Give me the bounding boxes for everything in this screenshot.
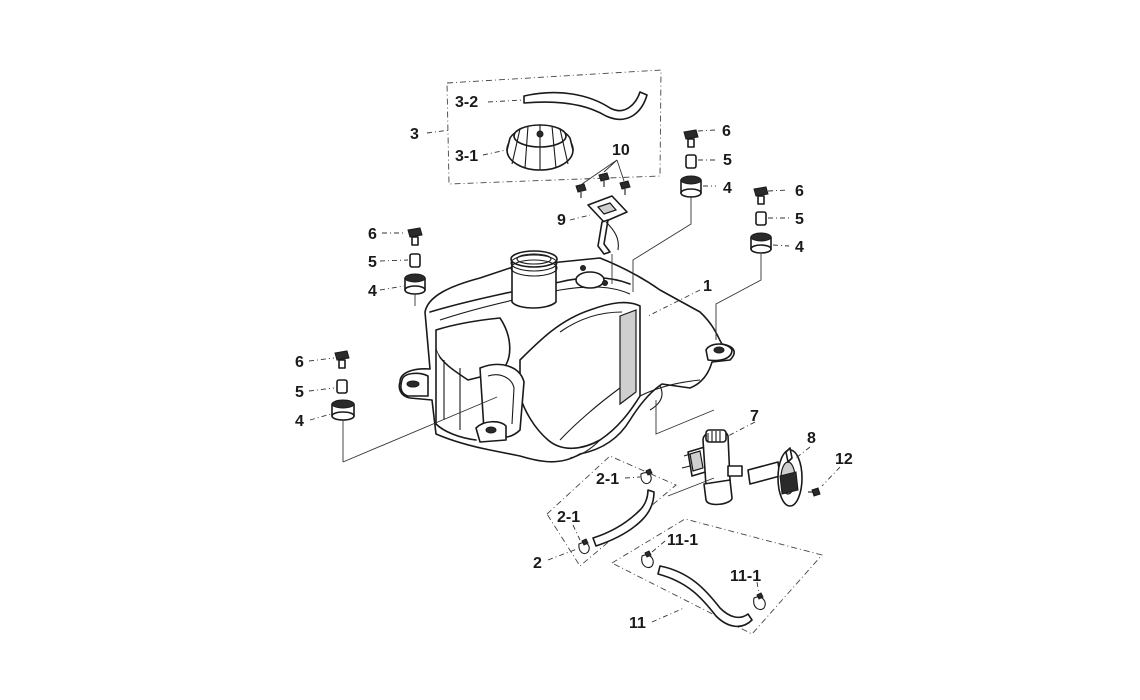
ref-line-left-lower	[342, 396, 498, 463]
group-box-drain-hose	[611, 518, 823, 635]
breather-hose	[523, 91, 648, 121]
fuel-cock	[681, 429, 743, 506]
screw-10-right	[619, 180, 631, 195]
fuel-hose-2	[592, 489, 655, 547]
callout-3-2: 3-2	[455, 94, 478, 111]
screw-12	[808, 487, 821, 497]
drain-hose-11	[657, 565, 753, 628]
collar-5-right	[755, 211, 767, 226]
leader-4-left-lower	[309, 413, 332, 421]
leader-11-1-right	[756, 581, 760, 595]
grommet-4-left-upper	[404, 273, 426, 295]
fuel-cap	[506, 124, 574, 171]
callout-4-top-center: 4	[723, 180, 732, 197]
callout-5-right: 5	[795, 211, 804, 228]
callout-5-left-upper: 5	[368, 254, 377, 271]
callout-10: 10	[612, 142, 630, 159]
callout-11: 11	[629, 615, 646, 632]
leader-5-left-upper	[379, 259, 409, 262]
screw-10-left	[575, 183, 587, 198]
callout-6-left-lower: 6	[295, 354, 304, 371]
hose-clip-11-1-left	[641, 550, 654, 569]
screw-10-middle	[598, 172, 610, 187]
callout-2: 2	[533, 555, 542, 572]
callout-7: 7	[750, 408, 759, 425]
collar-5-left-lower	[336, 379, 348, 394]
leader-2-1-upper	[624, 476, 641, 479]
leader-5-left-lower	[308, 387, 335, 392]
ref-line-cock	[655, 400, 715, 497]
callout-4-left-upper: 4	[368, 283, 377, 300]
leader-3	[426, 129, 451, 134]
leader-4-left-upper	[379, 285, 405, 291]
ref-line-right	[715, 254, 762, 340]
callout-2-1-upper: 2-1	[596, 471, 619, 488]
leader-11	[651, 607, 685, 623]
leader-1	[647, 289, 701, 317]
leader-6-top-center	[697, 129, 716, 132]
leader-4-right	[772, 244, 790, 247]
bolt-6-top-center	[683, 129, 699, 148]
callout-6-left-upper: 6	[368, 226, 377, 243]
hose-clip-11-1-right	[753, 592, 766, 611]
collar-5-top-center	[685, 154, 697, 169]
callout-4-left-lower: 4	[295, 413, 304, 430]
leader-12	[821, 466, 841, 487]
callout-5-left-lower: 5	[295, 384, 304, 401]
grommet-4-top-center	[680, 175, 702, 198]
leader-6-right	[767, 189, 789, 192]
fuel-filter-screen	[747, 447, 803, 507]
hose-clip-2-1-upper	[640, 468, 653, 485]
bolt-6-right	[753, 186, 769, 205]
ref-line-top-center	[632, 196, 692, 292]
bolt-6-left-upper	[407, 227, 423, 246]
callout-1: 1	[703, 278, 712, 295]
leader-10	[581, 159, 625, 185]
leader-7	[727, 421, 756, 437]
grommet-4-left-lower	[331, 399, 355, 421]
leader-2-1-lower	[572, 524, 581, 541]
callout-8: 8	[807, 430, 816, 447]
fuel-tank	[398, 250, 735, 463]
leader-2	[547, 548, 578, 561]
collar-5-left-upper	[409, 253, 421, 268]
bolt-6-left-lower	[334, 350, 350, 369]
callout-5-top-center: 5	[723, 152, 732, 169]
grommet-4-right	[750, 232, 772, 254]
callout-12: 12	[835, 451, 853, 468]
leader-9	[569, 214, 591, 221]
leader-8	[795, 446, 811, 459]
callout-11-1-left: 11-1	[667, 532, 698, 549]
fuel-sender-bracket	[587, 195, 628, 255]
leader-3-2	[487, 99, 523, 103]
callout-6-top-center: 6	[722, 123, 731, 140]
callout-3: 3	[410, 126, 419, 143]
leader-3-1	[482, 149, 507, 156]
callout-6-right: 6	[795, 183, 804, 200]
callout-9: 9	[557, 212, 566, 229]
leader-6-left-lower	[308, 357, 335, 362]
callout-2-1-lower: 2-1	[557, 509, 580, 526]
leader-11-1-left	[651, 540, 666, 553]
callout-4-right: 4	[795, 239, 804, 256]
callout-11-1-right: 11-1	[730, 568, 761, 585]
hose-clip-2-1-lower	[578, 538, 590, 555]
group-box-fuel-hose	[546, 455, 677, 567]
callout-3-1: 3-1	[455, 148, 478, 165]
